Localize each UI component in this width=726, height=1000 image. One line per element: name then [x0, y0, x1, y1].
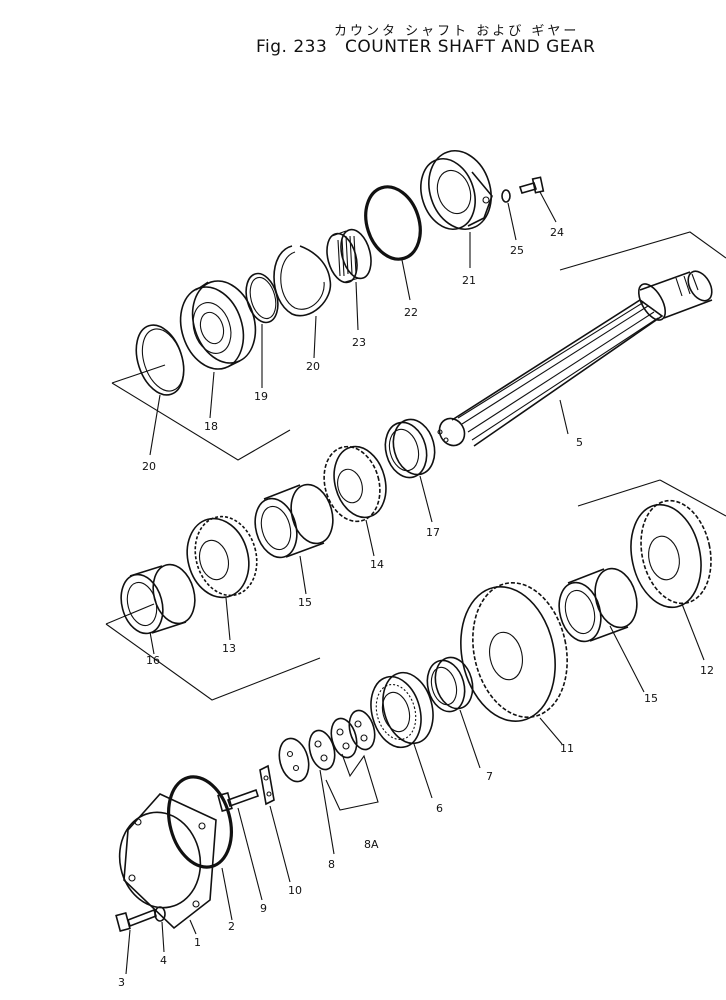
group-line: [559, 231, 726, 271]
japanese-title: カウンタ シャフト および ギヤー: [334, 24, 580, 39]
callout-23: 23: [352, 336, 366, 349]
callout-20-upper: 20: [306, 360, 320, 373]
snap-ring-19[interactable]: [241, 270, 283, 326]
group-line: [111, 364, 166, 384]
group-line: [659, 479, 726, 517]
callout-11: 11: [560, 742, 574, 755]
figure-title-line: Fig. 233 COUNTER SHAFT AND GEAR: [256, 37, 595, 57]
plate-8[interactable]: [275, 728, 339, 785]
callout-18: 18: [204, 420, 218, 433]
callout-13: 13: [222, 642, 236, 655]
ball-bearing-18[interactable]: [170, 273, 265, 377]
retainer-21[interactable]: [412, 143, 501, 238]
callout-24: 24: [550, 226, 564, 239]
callout-3: 3: [118, 976, 125, 989]
figure-title: COUNTER SHAFT AND GEAR: [345, 37, 596, 57]
callout-19: 19: [254, 390, 268, 403]
callout-20-left: 20: [142, 460, 156, 473]
callout-1: 1: [194, 936, 201, 949]
gear-14[interactable]: [316, 440, 393, 527]
callout-12: 12: [700, 664, 714, 677]
callout-15-upper: 15: [298, 596, 312, 609]
sleeve-15-lower[interactable]: [553, 564, 643, 646]
callout-21: 21: [462, 274, 476, 287]
lock-plate-10[interactable]: [259, 764, 275, 806]
callout-2: 2: [228, 920, 235, 933]
snap-ring-20-upper[interactable]: [273, 245, 332, 317]
callout-14: 14: [370, 558, 384, 571]
lock-washer-25[interactable]: [501, 189, 511, 203]
needle-bearing-23[interactable]: [322, 226, 376, 286]
o-ring-22[interactable]: [357, 180, 429, 266]
group-line: [325, 753, 379, 811]
cover-1[interactable]: [111, 793, 217, 930]
callout-8a: 8A: [364, 838, 379, 851]
bolt-24[interactable]: [518, 176, 545, 194]
group-line: [577, 479, 661, 507]
snap-ring-20-left[interactable]: [128, 319, 192, 401]
callout-4: 4: [160, 954, 167, 967]
callout-9: 9: [260, 902, 267, 915]
roller-bearing-6[interactable]: [364, 667, 441, 753]
callout-16: 16: [146, 654, 160, 667]
callout-6: 6: [436, 802, 443, 815]
shim-8a[interactable]: [327, 708, 379, 761]
figure-header: カウンタ シャフト および ギヤー Fig. 233 COUNTER SHAFT…: [0, 0, 726, 70]
callout-15-lower: 15: [644, 692, 658, 705]
sleeve-15-upper[interactable]: [249, 480, 339, 562]
spacer-ring-17[interactable]: [379, 415, 440, 482]
callout-17: 17: [426, 526, 440, 539]
counter-shaft-5[interactable]: [435, 267, 717, 450]
bolt-3[interactable]: [115, 908, 158, 933]
figure-number: Fig. 233: [256, 37, 328, 57]
gear-12[interactable]: [622, 494, 720, 614]
callout-7: 7: [486, 770, 493, 783]
callout-25: 25: [510, 244, 524, 257]
group-line: [105, 603, 155, 625]
sleeve-16[interactable]: [115, 560, 201, 638]
spacer-ring-7[interactable]: [422, 653, 478, 716]
group-line: [111, 382, 291, 461]
callout-5: 5: [576, 436, 583, 449]
callout-10: 10: [288, 884, 302, 897]
gear-13[interactable]: [179, 510, 266, 605]
callout-22: 22: [404, 306, 418, 319]
callout-8: 8: [328, 858, 335, 871]
group-line: [105, 623, 321, 701]
o-ring-2[interactable]: [159, 770, 241, 874]
